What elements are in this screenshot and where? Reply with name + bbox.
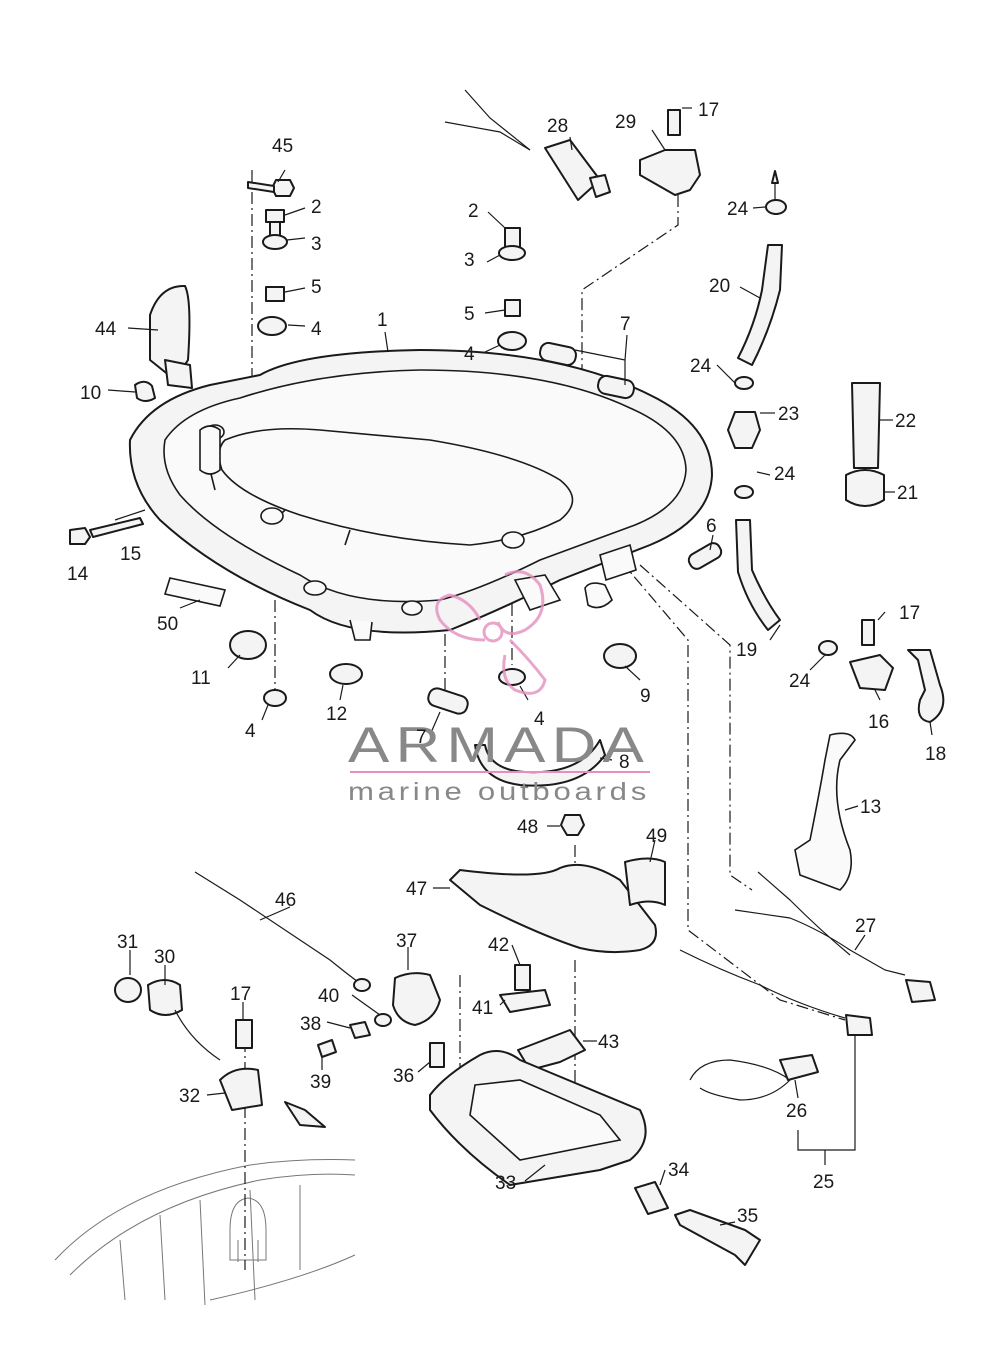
callout-label: 38 — [300, 1014, 321, 1035]
callout-label: 43 — [598, 1032, 619, 1053]
callout-label: 10 — [80, 383, 101, 404]
callout-label: 39 — [310, 1072, 331, 1093]
callout-label: 4 — [311, 319, 322, 340]
callout-label: 36 — [393, 1066, 414, 1087]
callout-label: 24 — [774, 464, 796, 485]
bottom-cowling — [128, 349, 713, 641]
callout-label: 24 — [690, 356, 712, 377]
leader-lines — [107, 107, 933, 1226]
callout-label: 40 — [318, 986, 339, 1007]
callout-label: 13 — [860, 797, 881, 818]
callout-label: 30 — [154, 947, 175, 968]
callout-label: 49 — [646, 826, 667, 847]
watermark: ARMADA marine outboards — [348, 570, 650, 806]
callout-label: 45 — [272, 136, 293, 157]
callout-label: 28 — [547, 116, 568, 137]
callout-label: 25 — [813, 1172, 834, 1193]
callout-label: 17 — [899, 603, 920, 624]
callout-label: 11 — [191, 668, 211, 689]
callout-label: 15 — [120, 544, 141, 565]
callout-label: 50 — [157, 614, 178, 635]
callout-label: 24 — [727, 199, 749, 220]
callout-label: 6 — [706, 516, 717, 537]
middle-hardware — [427, 89, 723, 787]
callout-label: 26 — [786, 1101, 807, 1122]
lower-assemblies — [114, 814, 936, 1266]
callout-label: 16 — [868, 712, 889, 733]
callout-label: 17 — [698, 100, 719, 121]
callout-label: 7 — [620, 314, 631, 335]
watermark-tagline: marine outboards — [348, 778, 650, 806]
callout-label: 9 — [640, 686, 651, 707]
left-hardware — [69, 179, 363, 707]
callout-label: 14 — [67, 564, 89, 585]
callout-label: 41 — [472, 998, 493, 1019]
callout-label: 23 — [778, 404, 799, 425]
callout-label: 35 — [737, 1206, 758, 1227]
callout-label: 20 — [709, 276, 730, 297]
callout-label: 5 — [464, 304, 475, 325]
callout-label: 37 — [396, 931, 417, 952]
callout-label: 27 — [855, 916, 876, 937]
callout-label: 24 — [789, 671, 811, 692]
callout-label: 12 — [326, 704, 347, 725]
callout-label: 2 — [311, 197, 322, 218]
callout-label: 47 — [406, 879, 427, 900]
callout-label: 31 — [117, 932, 138, 953]
callout-label: 19 — [736, 640, 757, 661]
callout-label: 4 — [245, 721, 256, 742]
callout-label: 1 — [377, 310, 388, 331]
callout-label: 34 — [668, 1160, 690, 1181]
callout-label: 22 — [895, 411, 916, 432]
callout-label: 4 — [534, 709, 545, 730]
callout-label: 3 — [464, 250, 475, 271]
callout-label: 7 — [416, 727, 427, 748]
callout-label: 2 — [468, 201, 479, 222]
callout-label: 48 — [517, 817, 538, 838]
propeller-logo — [435, 570, 547, 695]
watermark-brand: ARMADA — [348, 717, 650, 773]
callout-label: 33 — [495, 1173, 516, 1194]
callout-label: 46 — [275, 890, 296, 911]
callout-label: 17 — [230, 984, 251, 1005]
engine-outline — [54, 1159, 356, 1306]
callout-label: 5 — [311, 277, 322, 298]
callout-label: 42 — [488, 935, 509, 956]
callout-label: 4 — [464, 344, 475, 365]
callout-label: 21 — [897, 483, 918, 504]
callout-labels: 45 2 3 5 4 44 10 1 14 15 50 11 4 12 28 2… — [67, 100, 946, 1227]
callout-label: 18 — [925, 744, 946, 765]
callout-label: 29 — [615, 112, 636, 133]
fuel-line-parts — [727, 170, 945, 891]
callout-label: 8 — [619, 752, 630, 773]
callout-label: 44 — [95, 319, 117, 340]
callout-label: 32 — [179, 1086, 200, 1107]
callout-label: 3 — [311, 234, 322, 255]
